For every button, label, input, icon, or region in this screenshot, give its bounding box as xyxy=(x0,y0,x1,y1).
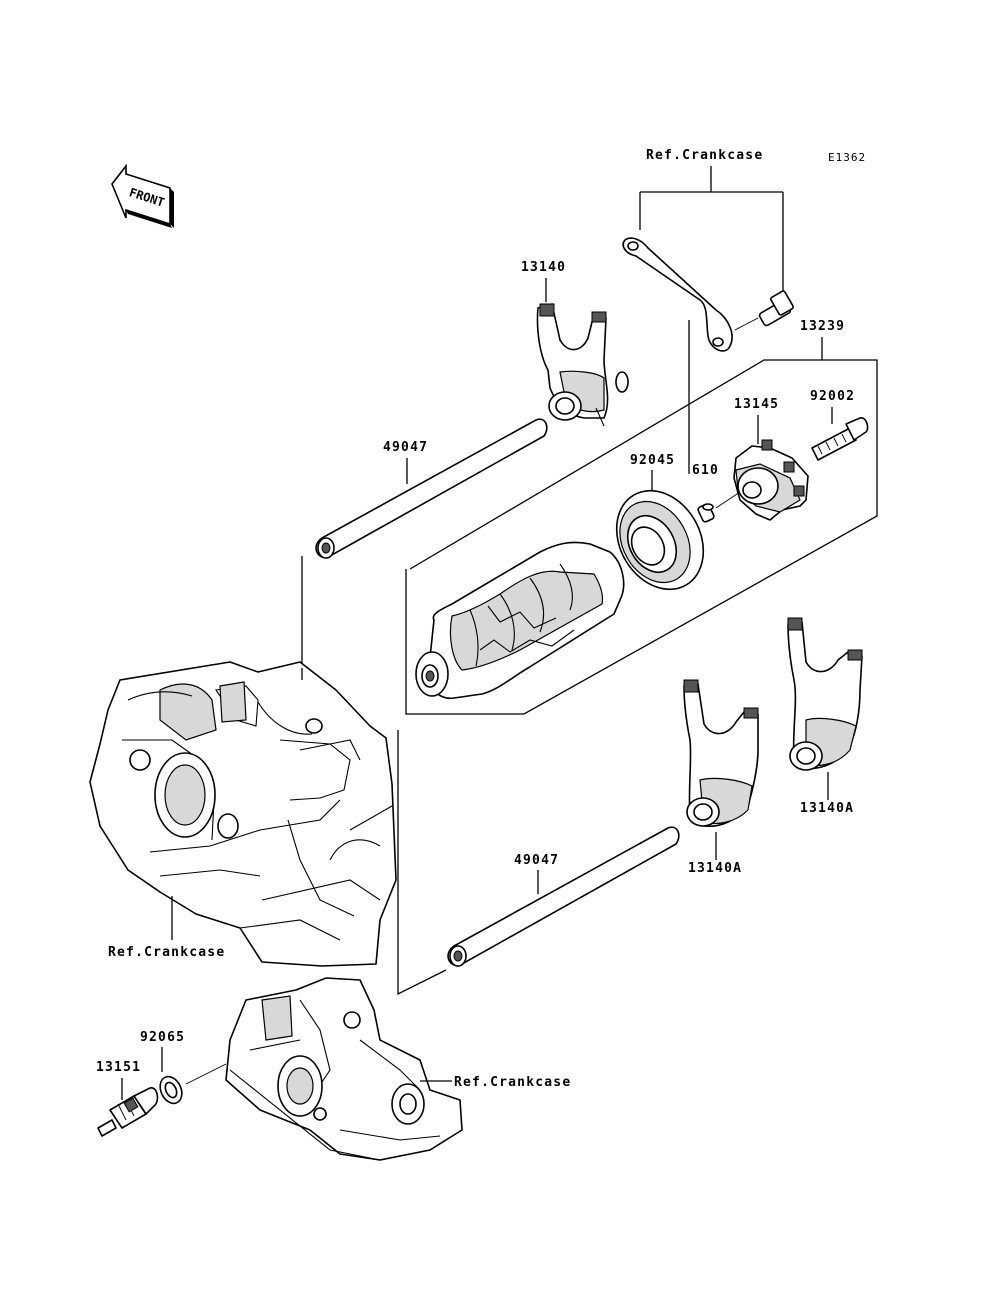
pin-610-label: 610 xyxy=(692,463,719,478)
neutral-switch-13151 xyxy=(97,1087,159,1137)
shift-drum-cam-13145 xyxy=(733,439,809,521)
shift-drum xyxy=(415,541,625,700)
shift-shaft-49047-upper xyxy=(315,418,548,559)
ref-crankcase-left-label: Ref.Crankcase xyxy=(108,945,225,960)
bearing-92045 xyxy=(615,489,705,591)
bearing-92045-label: 92045 xyxy=(630,453,675,468)
drum-assembly-13239-label: 13239 xyxy=(800,319,845,334)
fork-13140a-right-label: 13140A xyxy=(800,801,854,816)
switch-13151-label: 13151 xyxy=(96,1060,141,1075)
fork-13140-label: 13140 xyxy=(521,260,566,275)
bolt-92002-label: 92002 xyxy=(810,389,855,404)
shift-shaft-49047-lower xyxy=(447,826,680,967)
cam-13145-label: 13145 xyxy=(734,397,779,412)
washer-92065-label: 92065 xyxy=(140,1030,185,1045)
crankcase-bracket-bolt xyxy=(734,290,794,331)
pin-610 xyxy=(697,491,741,523)
diagram-code: E1362 xyxy=(828,151,866,164)
front-arrow-icon: FRONT xyxy=(111,163,174,228)
shaft-49047-lower-label: 49047 xyxy=(514,853,559,868)
crankcase-upper-left xyxy=(89,661,397,967)
crankcase-lower xyxy=(225,977,463,1161)
shift-fork-13140a-right xyxy=(787,617,863,771)
crankcase-bracket-plate xyxy=(622,237,733,352)
shaft-49047-upper-label: 49047 xyxy=(383,440,428,455)
shift-fork-13140a-center xyxy=(683,679,759,828)
shift-fork-13140 xyxy=(536,303,629,427)
ref-crankcase-bottom-label: Ref.Crankcase xyxy=(454,1075,571,1090)
ref-crankcase-top-label: Ref.Crankcase xyxy=(646,148,763,163)
fork-13140a-center-label: 13140A xyxy=(688,861,742,876)
washer-92065 xyxy=(159,1063,227,1105)
bolt-92002 xyxy=(811,417,869,461)
